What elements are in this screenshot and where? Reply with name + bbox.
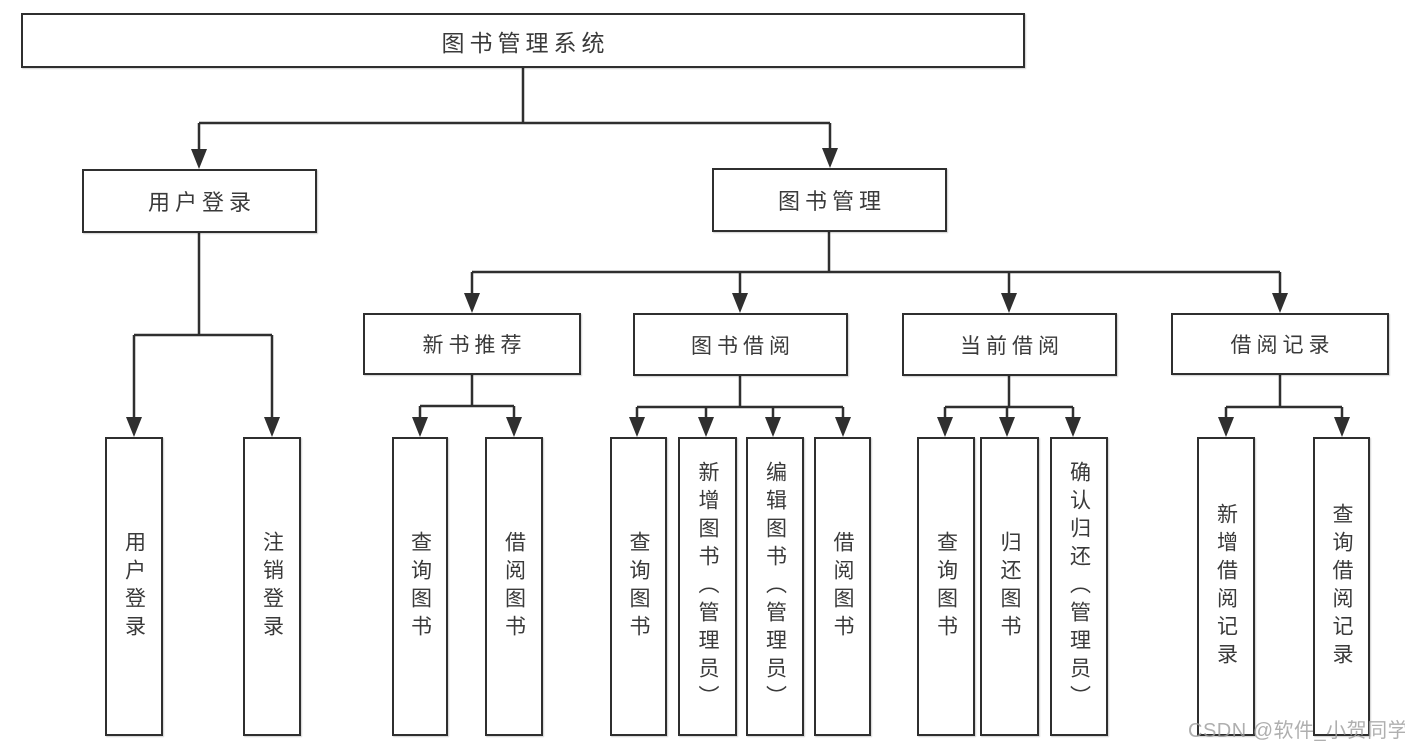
leaf-query-books-recommend: 查询图书 [392,437,448,736]
node-label: 用户登录 [147,190,256,215]
node-book-borrow: 图书借阅 [633,313,848,376]
leaf-borrow-books: 借阅图书 [814,437,871,736]
csdn-watermark: CSDN @软件_小贺同学 [1188,720,1405,742]
node-label: 借阅记录 [1230,334,1335,357]
node-label: 新书推荐 [422,334,527,357]
leaf-confirm-return-admin: 确认归还（管理员） [1050,437,1108,736]
leaf-query-borrow-record: 查询借阅记录 [1313,437,1370,736]
leaf-logout: 注销登录 [243,437,301,736]
leaf-return-books: 归还图书 [980,437,1039,736]
node-label: 图书借阅 [691,334,795,358]
leaf-edit-books-admin: 编辑图书（管理员） [746,437,804,736]
node-user-login: 用户登录 [82,169,317,233]
leaf-user-login: 用户登录 [105,437,163,736]
node-label: 图书管理 [777,189,886,214]
node-library-management-system: 图书管理系统 [21,13,1025,68]
leaf-add-books-admin: 新增图书（管理员） [678,437,737,736]
node-current-borrow: 当前借阅 [902,313,1117,376]
arrowhead-icons [126,148,1350,437]
leaf-borrow-books-recommend: 借阅图书 [485,437,543,736]
node-borrow-records: 借阅记录 [1171,313,1389,375]
node-book-management: 图书管理 [712,168,947,232]
leaf-add-borrow-record: 新增借阅记录 [1197,437,1255,736]
node-new-book-recommend: 新书推荐 [363,313,581,375]
leaf-query-books-current: 查询图书 [917,437,975,736]
node-label: 图书管理系统 [441,29,610,56]
leaf-query-books-borrow: 查询图书 [610,437,667,736]
node-label: 当前借阅 [960,334,1064,358]
